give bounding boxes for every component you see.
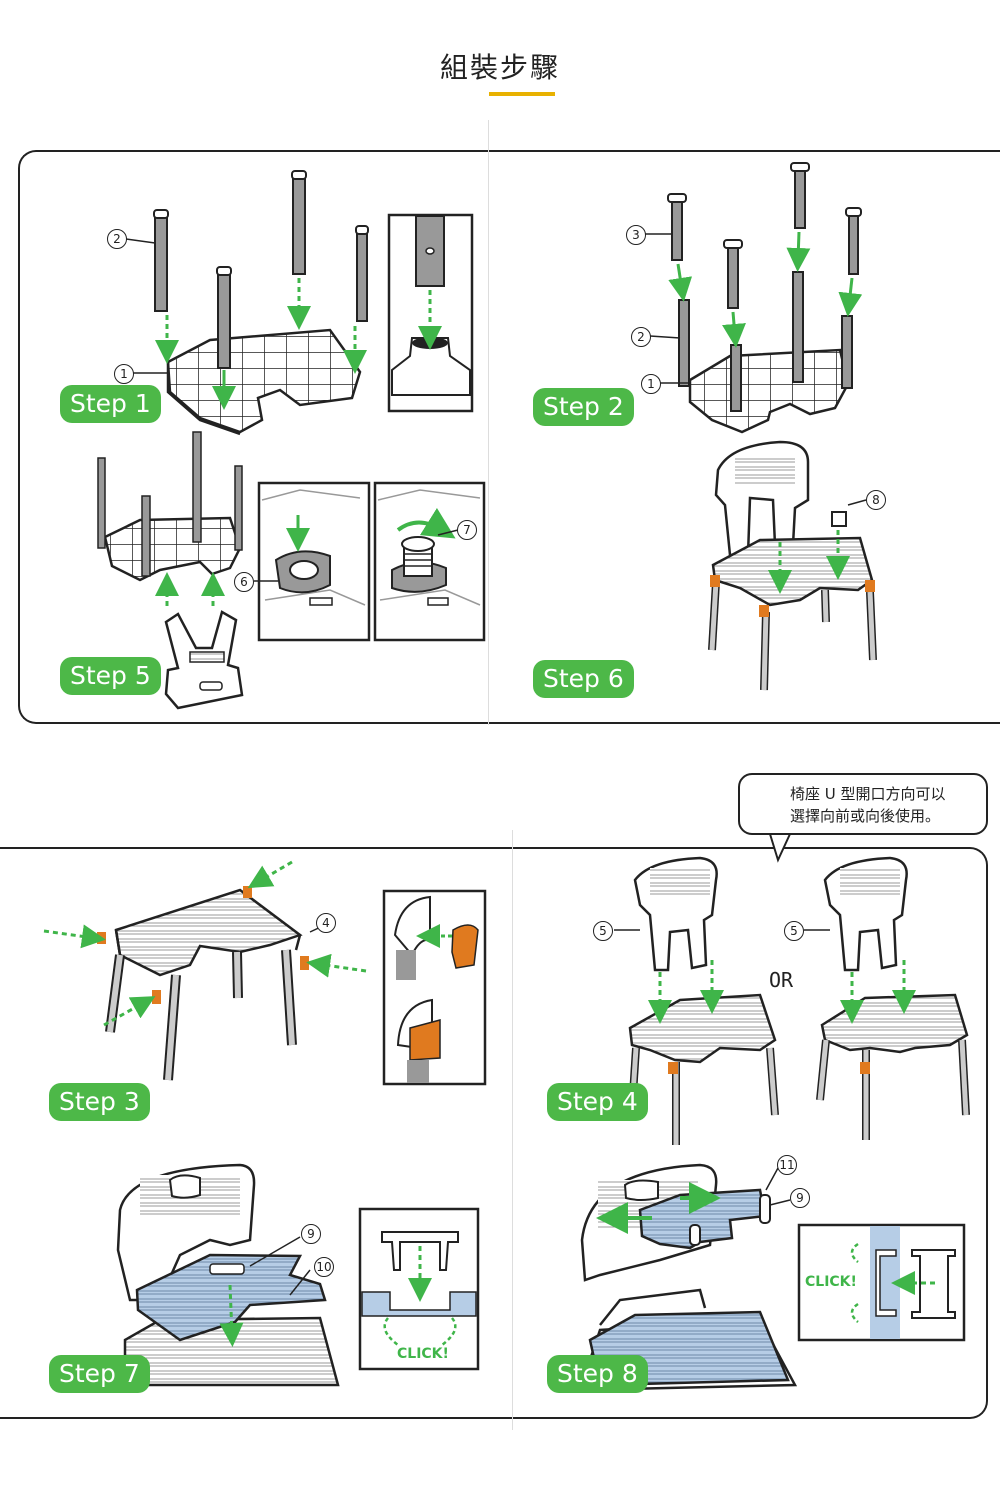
click-label-step8: CLICK!	[805, 1274, 857, 1290]
step2-illustration	[645, 162, 863, 434]
or-label: OR	[769, 968, 794, 992]
panel-divider-bottom	[512, 830, 513, 1430]
callout-number: 2	[631, 327, 651, 347]
callout-number: 7	[457, 520, 477, 540]
callout-number: 1	[641, 374, 661, 394]
orientation-note-line2: 選擇向前或向後使用。	[790, 807, 941, 825]
title-underline	[489, 92, 555, 96]
callout-number: 2	[107, 229, 127, 249]
callout-number: 1	[114, 364, 134, 384]
panel-steps-1-2-5-6	[18, 150, 1000, 724]
callout-number: 11	[777, 1155, 797, 1175]
callout-number: 9	[301, 1224, 321, 1244]
callout-number: 3	[626, 225, 646, 245]
step6-illustration	[708, 440, 877, 691]
step5-illustration	[97, 431, 486, 710]
step-2-label: Step 2	[533, 388, 634, 426]
click-label-step7: CLICK!	[397, 1346, 449, 1362]
callout-number: 4	[316, 913, 336, 933]
step4-illustration	[614, 856, 970, 1145]
callout-number: 5	[784, 921, 804, 941]
callout-number: 6	[234, 572, 254, 592]
step-8-label: Step 8	[547, 1355, 648, 1393]
step-5-label: Step 5	[60, 657, 161, 695]
step-1-label: Step 1	[60, 385, 161, 423]
panel-divider-top	[488, 120, 489, 725]
callout-number: 9	[790, 1188, 810, 1208]
step-4-label: Step 4	[547, 1083, 648, 1121]
panel-steps-3-4-7-8	[0, 847, 988, 1419]
step7-illustration	[116, 1163, 480, 1387]
step1-illustration	[125, 170, 474, 436]
callout-number: 5	[593, 921, 613, 941]
orientation-note-line1: 椅座 U 型開口方向可以	[790, 785, 946, 803]
step-7-label: Step 7	[49, 1355, 150, 1393]
orientation-note: 椅座 U 型開口方向可以 選擇向前或向後使用。	[738, 773, 988, 835]
callout-number: 8	[866, 490, 886, 510]
step3-illustration	[43, 860, 487, 1086]
page-title: 組裝步驟	[439, 51, 560, 84]
step-6-label: Step 6	[533, 660, 634, 698]
step-3-label: Step 3	[49, 1083, 150, 1121]
callout-number: 10	[314, 1257, 334, 1277]
